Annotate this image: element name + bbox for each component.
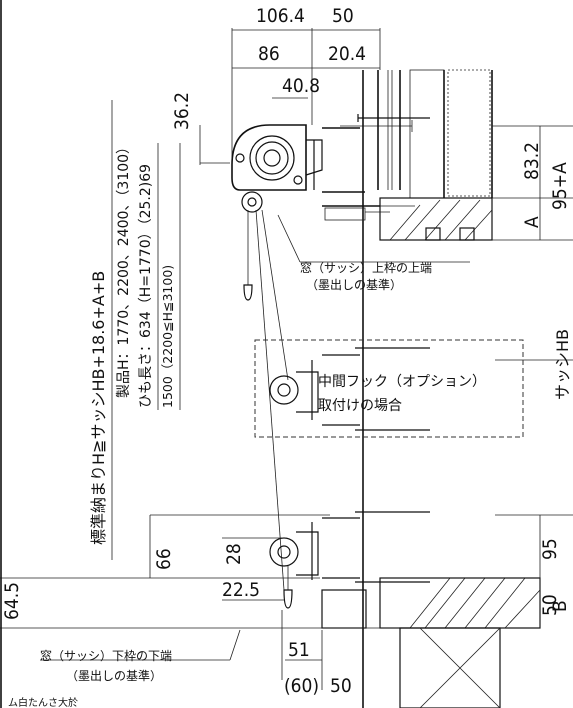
- dim-66: 66: [153, 548, 175, 570]
- bottom-frame-text-1: 窓（サッシ）下枠の下端: [40, 648, 172, 663]
- top-frame-text-2: （墨出しの基準）: [306, 277, 402, 292]
- dim-22-5: 22.5: [222, 579, 260, 601]
- sash-hb-label: サッシHB: [553, 329, 572, 400]
- cord-length-text: ひも長さ：634（H=1770）（25.2)69: [138, 164, 154, 408]
- dim-50-bottom: 50: [330, 675, 352, 697]
- dim-64-5: 64.5: [1, 582, 23, 620]
- dim-a: A: [521, 216, 543, 228]
- right-dimensions-top: 83.2 95+A A サッシHB: [495, 126, 573, 400]
- dim-28: 28: [223, 543, 245, 565]
- wall-structure: [322, 69, 573, 708]
- top-dimensions: 106.4 50 86 20.4 40.8 36.2: [171, 5, 381, 165]
- bottom-frame-text-2: （墨出しの基準）: [66, 668, 162, 683]
- product-height-list: 製品H：1770、2200、2400、（3100）: [116, 140, 132, 398]
- cords: [243, 209, 289, 591]
- lower-dimensions: 66 28 22.5 64.5 51 (60) 50 95 B 50: [0, 514, 573, 697]
- dim-36-2: 36.2: [171, 92, 193, 130]
- middle-hook-detail: 中間フック（オプション） 取付けの場合: [254, 339, 524, 438]
- middle-hook-text-2: 取付けの場合: [318, 398, 402, 414]
- dim-50-right: 50: [539, 594, 561, 616]
- top-frame-text-1: 窓（サッシ）上枠の上端: [300, 260, 432, 275]
- dim-40-8: 40.8: [282, 75, 320, 97]
- dim-86: 86: [258, 43, 280, 65]
- dim-95-plus-a: 95+A: [549, 162, 571, 210]
- dim-95: 95: [539, 538, 561, 560]
- cord-range-text: 1500（2200≦H≦3100): [160, 265, 175, 408]
- dim-b: B: [549, 600, 571, 612]
- left-spec-text: 標準納まりH≧サッシHB+18.6+A+B 製品H：1770、2200、2400…: [89, 100, 181, 560]
- dim-83-2: 83.2: [521, 142, 543, 180]
- middle-hook-text-1: 中間フック（オプション）: [318, 374, 486, 390]
- dim-50-top: 50: [332, 5, 354, 27]
- standard-height-formula: 標準納まりH≧サッシHB+18.6+A+B: [89, 271, 108, 545]
- footer-text: ム白たんさ大於: [8, 696, 78, 708]
- dim-20-4: 20.4: [328, 43, 366, 65]
- dim-106-4: 106.4: [256, 5, 305, 27]
- bottom-frame-note: 窓（サッシ）下枠の下端 （墨出しの基準）: [40, 629, 241, 683]
- dim-60: (60): [284, 675, 319, 697]
- dim-51: 51: [288, 639, 310, 661]
- top-frame-note: 窓（サッシ）上枠の上端 （墨出しの基準）: [277, 214, 470, 292]
